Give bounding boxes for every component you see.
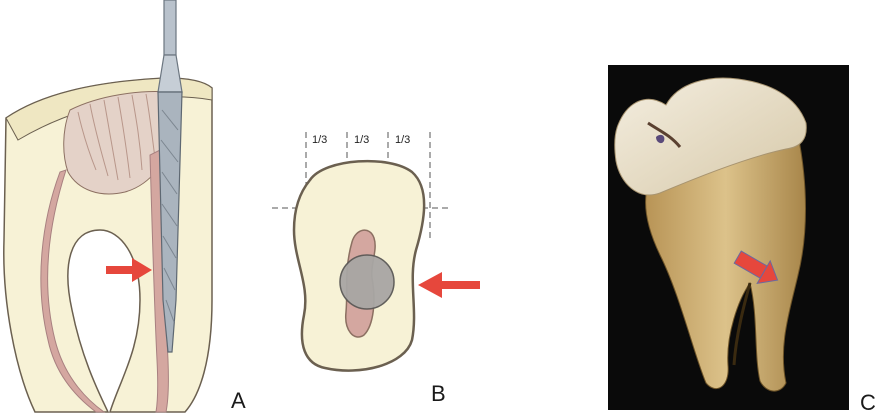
- file-handle-taper: [158, 55, 182, 92]
- panel-label-a: A: [231, 390, 246, 412]
- panel-a-illustration: [0, 0, 230, 414]
- panel-label-c: C: [860, 392, 876, 414]
- file-cross-section: [340, 255, 394, 309]
- panel-label-b: B: [431, 383, 446, 405]
- tooth-photo: [608, 65, 849, 410]
- third-label-middle: 1/3: [354, 134, 369, 146]
- panel-a: [0, 0, 230, 414]
- panel-b-illustration: 1/3 1/3 1/3: [270, 120, 490, 390]
- third-label-left: 1/3: [312, 134, 327, 146]
- panel-c: [608, 65, 849, 410]
- panel-b: 1/3 1/3 1/3: [270, 120, 490, 390]
- red-arrow-icon: [418, 272, 480, 298]
- file-shaft: [164, 0, 176, 55]
- third-label-right: 1/3: [395, 134, 410, 146]
